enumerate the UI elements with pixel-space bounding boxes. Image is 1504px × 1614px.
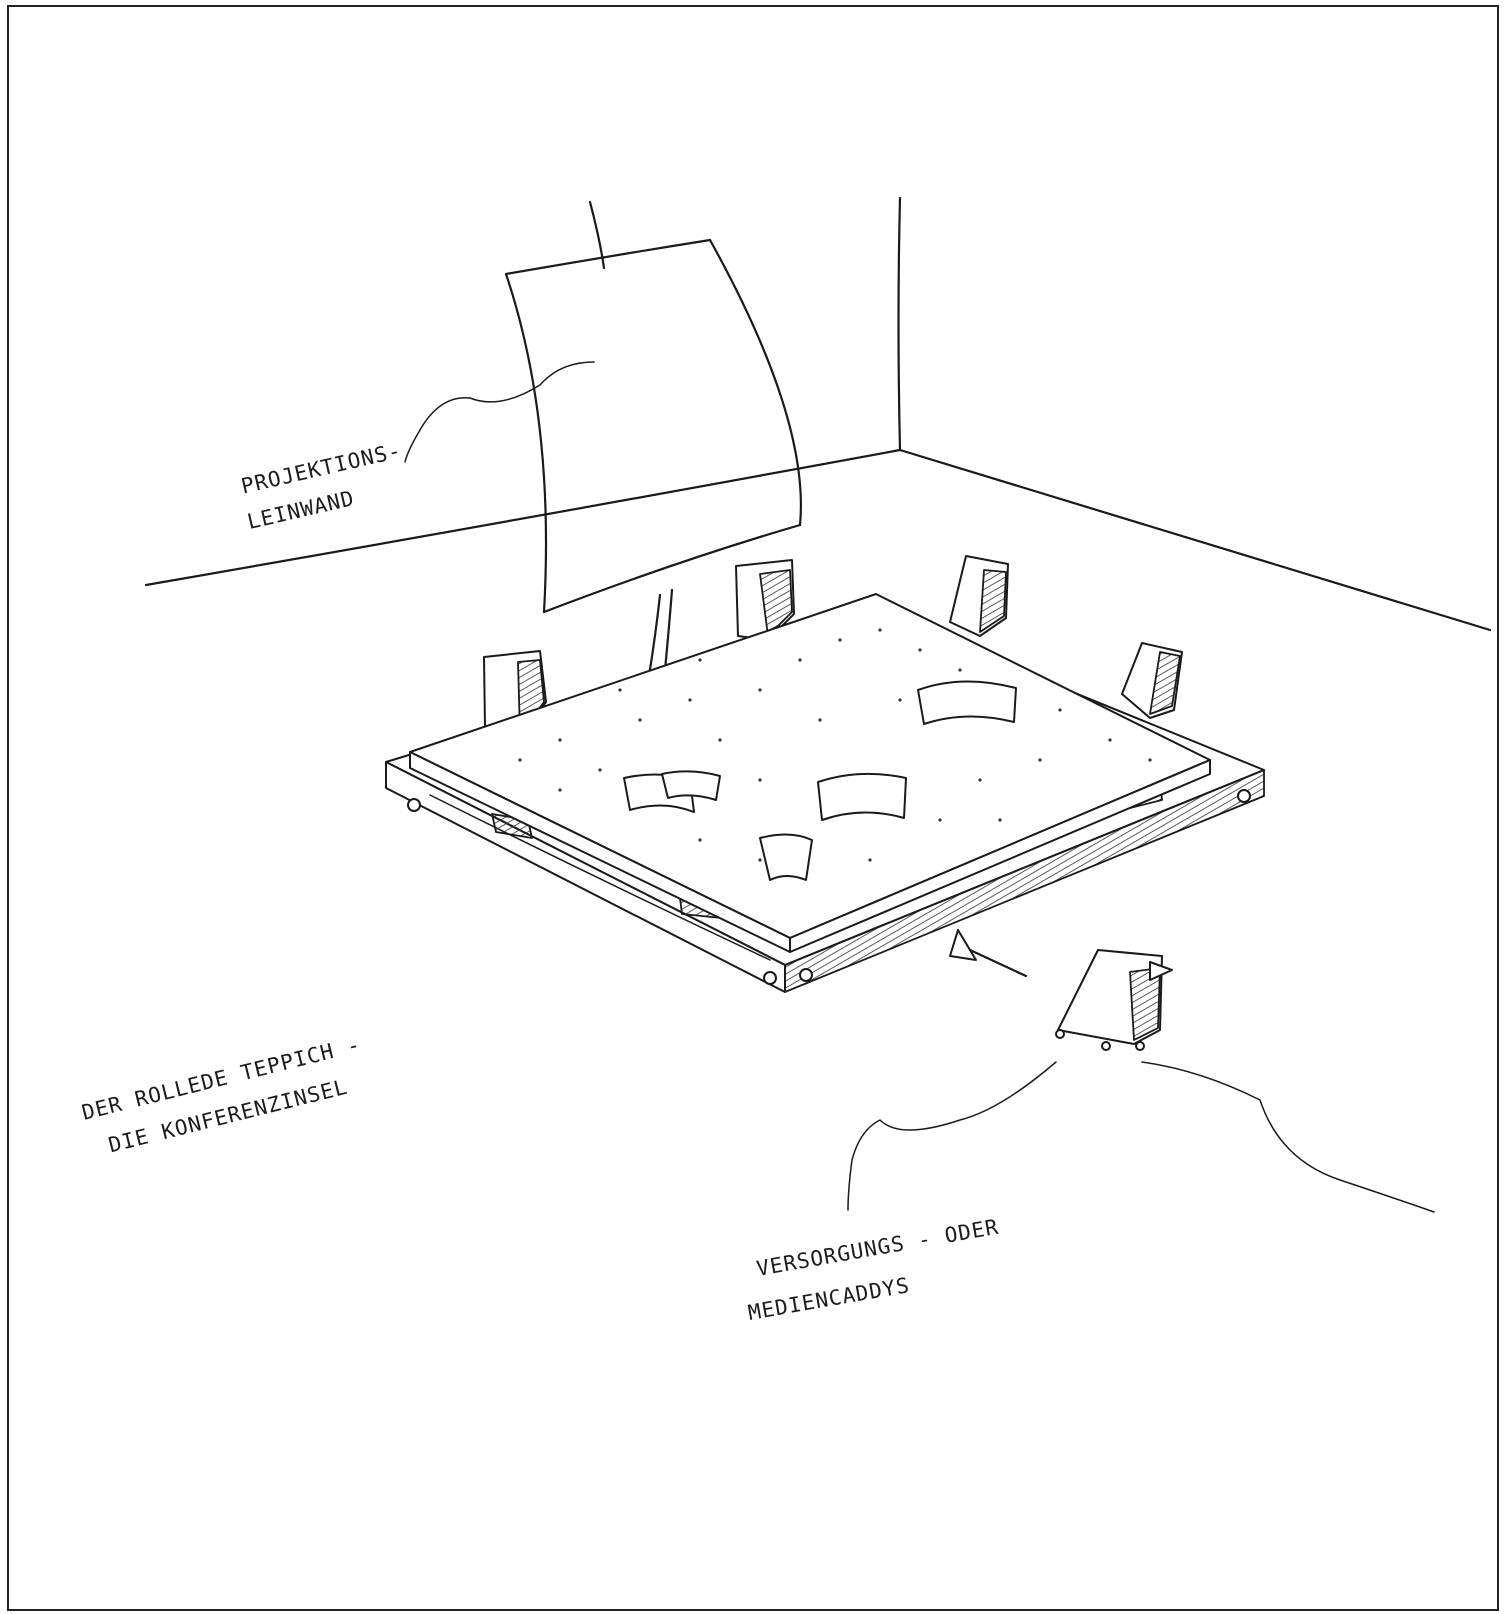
label-projection-screen: PROJEKTIONS- LEINWAND bbox=[237, 438, 412, 534]
screen-leader-line bbox=[405, 362, 594, 462]
caddy-leader-left bbox=[848, 1062, 1056, 1210]
label-projection-line-1: PROJEKTIONS- bbox=[239, 438, 404, 498]
label-rolling-carpet: DER ROLLEDE TEPPICH - DIE KONFERENZINSEL bbox=[79, 1032, 372, 1161]
direction-arrow-icon bbox=[950, 930, 1026, 976]
caddy-icon bbox=[1056, 950, 1172, 1050]
caddy-leader-right bbox=[1142, 1062, 1434, 1212]
label-caddy-line-2: MEDIENCADDYS bbox=[746, 1273, 911, 1325]
label-supply-caddies: VERSORGUNGS - ODER MEDIENCADDYS bbox=[739, 1215, 1008, 1325]
room-walls bbox=[146, 198, 1490, 630]
label-caddy-line-1: VERSORGUNGS - ODER bbox=[755, 1215, 1001, 1281]
carpet-surface bbox=[410, 594, 1210, 952]
